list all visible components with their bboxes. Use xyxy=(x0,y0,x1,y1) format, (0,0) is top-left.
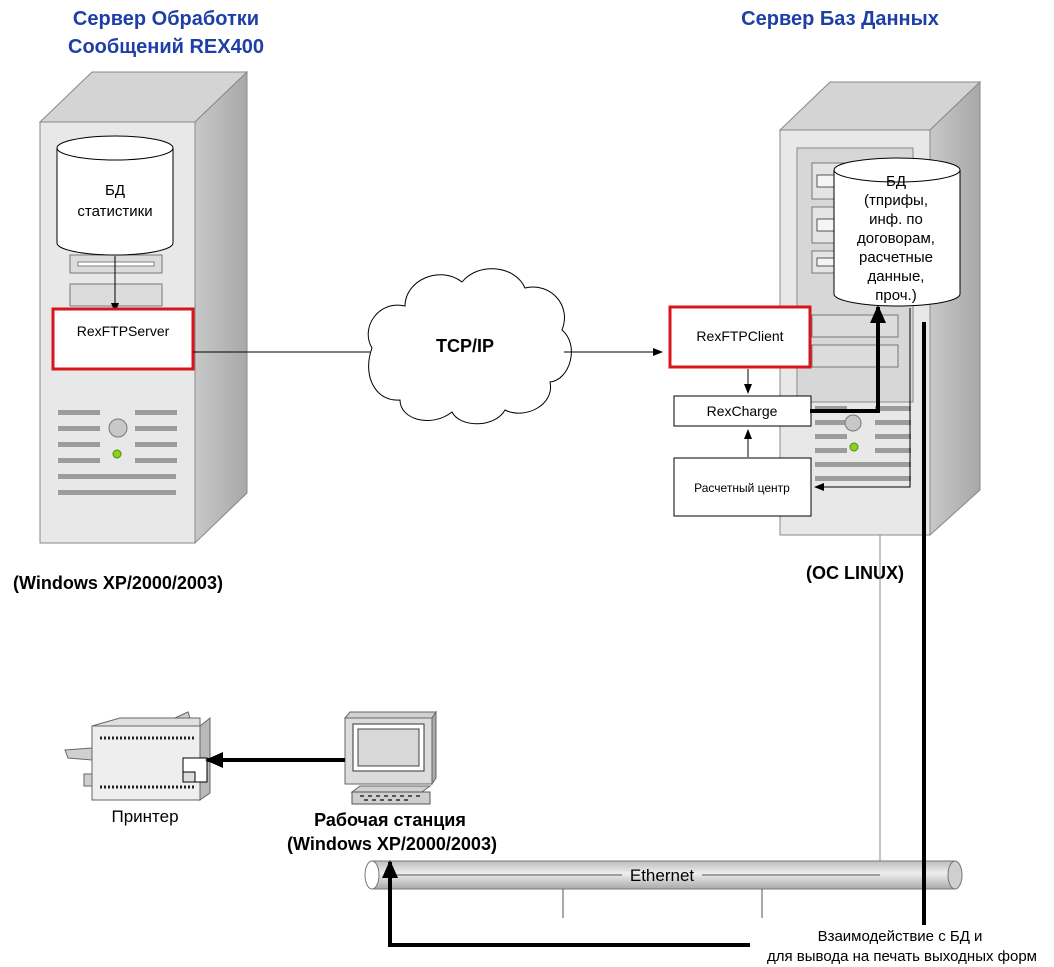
rexcharge-label: RexCharge xyxy=(707,403,778,419)
main-db-label-line6: данные, xyxy=(868,268,925,285)
interaction-note-line1: Взаимодействие с БД и xyxy=(818,928,983,945)
charge-to-db-arrow xyxy=(810,305,886,413)
main-db-label-line5: расчетные xyxy=(859,249,933,266)
power-button-icon xyxy=(844,414,862,432)
billing-center-label: Расчетный центр xyxy=(694,481,790,495)
interaction-note-line2: для вывода на печать выходных форм xyxy=(767,948,1037,965)
power-button-icon xyxy=(108,418,128,438)
main-db-label-line4: договорам, xyxy=(857,230,935,247)
rexftpserver-label: RexFTPServer xyxy=(77,323,170,339)
left-server-os: (Windows XP/2000/2003) xyxy=(13,573,223,593)
printer-icon xyxy=(64,711,211,801)
left-server-title-line1: Сервер Обработки xyxy=(73,8,259,30)
left-server-title-line2: Сообщений REX400 xyxy=(68,36,264,58)
workstation-computer xyxy=(343,710,437,805)
ethernet-bus: Ethernet xyxy=(364,860,963,890)
main-db-label-line3: инф. по xyxy=(869,211,923,228)
tcpip-label: TCP/IP xyxy=(436,336,494,356)
right-server-title: Сервер Баз Данных xyxy=(741,8,939,30)
workstation-label-line2: (Windows XP/2000/2003) xyxy=(287,834,497,854)
rexftpclient-label: RexFTPClient xyxy=(696,328,783,344)
ethernet-label: Ethernet xyxy=(630,866,695,885)
billing-center-box: Расчетный центр xyxy=(673,457,812,517)
rexftpclient-box: RexFTPClient xyxy=(668,305,812,369)
db-to-center-arrow xyxy=(814,308,911,491)
right-server-os: (OC LINUX) xyxy=(806,563,904,583)
power-led-icon xyxy=(112,449,122,459)
printer-label: Принтер xyxy=(111,807,178,826)
main-db-label-line2: (тприфы, xyxy=(864,192,928,209)
main-db-label-line7: проч.) xyxy=(875,287,916,304)
workstation-label-line1: Рабочая станция xyxy=(314,810,466,830)
rexcharge-box: RexCharge xyxy=(673,395,812,427)
main-db-label-line1: БД xyxy=(886,173,906,190)
statistics-db-cylinder: БД статистики xyxy=(56,135,174,256)
statistics-db-label-line2: статистики xyxy=(77,203,152,220)
db-to-workstation-arrow xyxy=(382,860,750,947)
tcpip-cloud: TCP/IP xyxy=(367,268,572,425)
statistics-db-label-line1: БД xyxy=(105,182,125,199)
rexftpserver-box: RexFTPServer xyxy=(51,307,195,371)
main-db-cylinder: БД (тприфы, инф. по договорам, расчетные… xyxy=(833,157,961,307)
power-led-icon xyxy=(849,442,859,452)
